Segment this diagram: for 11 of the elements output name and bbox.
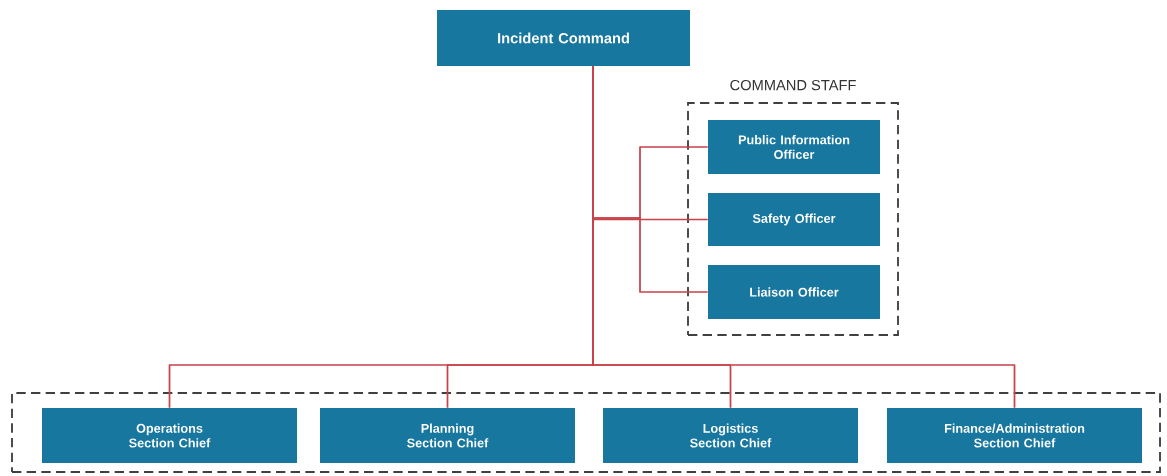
dashed-group-frame: [11, 392, 1161, 473]
position-box: Logistics Section Chief: [603, 408, 858, 463]
position-box: Planning Section Chief: [320, 408, 575, 463]
position-box: Operations Section Chief: [42, 408, 297, 463]
position-box: Finance/Administration Section Chief: [887, 408, 1142, 463]
position-box: Liaison Officer: [708, 265, 880, 319]
connector-line: [592, 65, 1016, 409]
position-box: Safety Officer: [708, 193, 880, 246]
position-box: Public Information Officer: [708, 120, 880, 174]
position-box: Incident Command: [437, 10, 690, 66]
node-label: COMMAND STAFF: [730, 79, 856, 91]
